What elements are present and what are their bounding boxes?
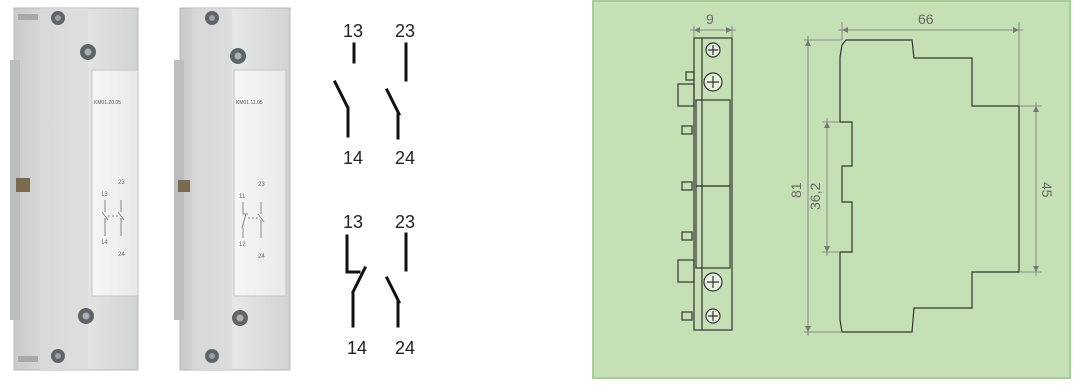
symbol-ncno-label-24: 24 <box>395 338 415 358</box>
module-a-contact-symbol <box>101 200 125 236</box>
dim-label-36-2: 36,2 <box>807 183 823 210</box>
symbol-nc-no: 13 23 14 24 <box>343 212 415 358</box>
side-view <box>677 37 733 331</box>
symbol-2no-label-13: 13 <box>343 21 363 41</box>
module-a-contact-13: 13 <box>101 192 108 198</box>
module-b-contact-23: 23 <box>258 182 265 188</box>
module-a-contact-14: 14 <box>101 240 108 246</box>
symbol-2no-label-14: 14 <box>343 148 363 168</box>
module-a-label: KM01.20.05 <box>94 100 121 106</box>
screw-terminals <box>703 42 723 324</box>
symbol-2no: 13 23 14 24 <box>332 21 415 168</box>
dimension-drawing-svg: 9 66 81 36,2 45 <box>594 2 1069 377</box>
dimension-drawing: 9 66 81 36,2 45 <box>592 0 1071 379</box>
contact-symbols: 13 23 14 24 13 23 <box>325 0 435 382</box>
symbol-2no-label-23: 23 <box>395 21 415 41</box>
module-b-contact-11: 11 <box>239 194 246 200</box>
module-a-photo: KM01.20.05 13 23 14 24 <box>10 7 139 371</box>
module-b-contact-24: 24 <box>258 254 265 260</box>
module-b-label: KM01.11.05 <box>236 100 263 106</box>
front-profile <box>839 39 1020 333</box>
module-b-contact-12: 12 <box>239 242 246 248</box>
symbol-ncno-label-13: 13 <box>343 212 363 232</box>
module-a-contact-24: 24 <box>118 252 125 258</box>
module-b-contact-symbol <box>241 202 265 238</box>
module-photos-svg: KM01.20.05 13 23 14 24 KM01.11.05 11 2 <box>10 7 291 371</box>
dimension-lines <box>690 22 1042 336</box>
symbol-ncno-label-14: 14 <box>347 338 367 358</box>
dim-label-81: 81 <box>788 182 804 198</box>
product-photos: KM01.20.05 13 23 14 24 KM01.11.05 11 2 <box>0 0 300 382</box>
dim-label-66: 66 <box>918 11 934 27</box>
symbol-ncno-label-23: 23 <box>395 212 415 232</box>
dim-label-9: 9 <box>706 11 714 27</box>
module-a-contact-23: 23 <box>118 180 125 186</box>
symbol-2no-label-24: 24 <box>395 148 415 168</box>
dimension-arrows <box>694 27 1039 332</box>
drawing-background <box>594 2 1069 377</box>
module-b-photo: KM01.11.05 11 23 12 24 <box>174 7 291 371</box>
dim-label-45: 45 <box>1039 182 1055 198</box>
contact-symbols-svg: 13 23 14 24 13 23 <box>332 21 415 358</box>
